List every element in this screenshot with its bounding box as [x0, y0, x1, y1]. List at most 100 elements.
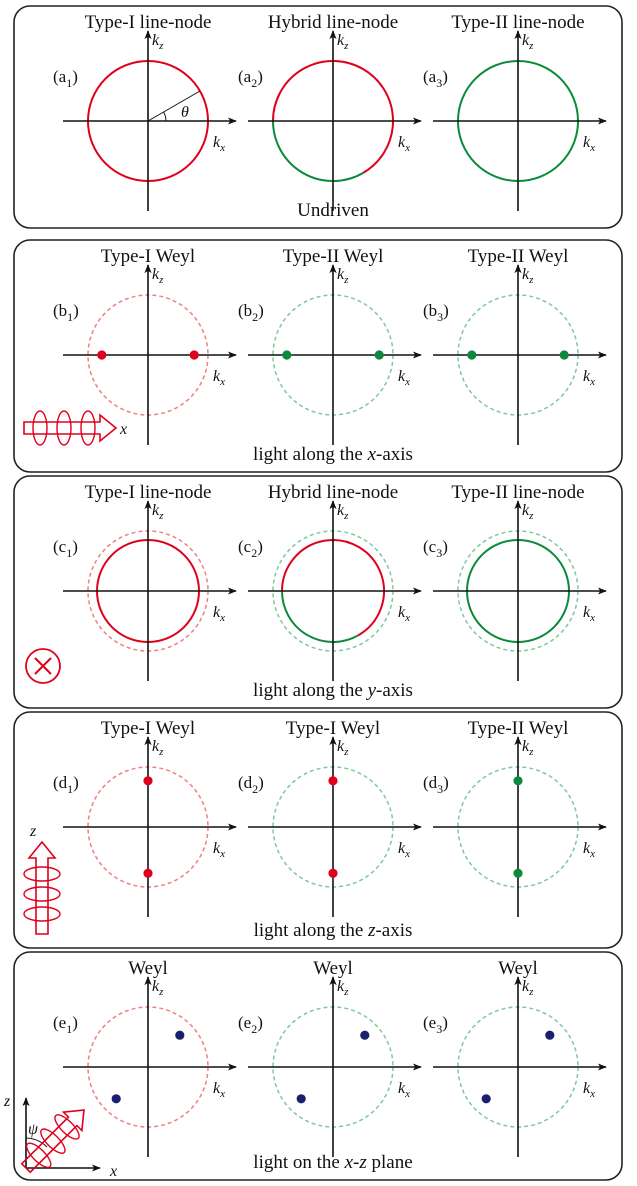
kz-letter: k	[152, 978, 160, 995]
kz-subscript: z	[528, 746, 534, 758]
caption-text: light along the	[254, 920, 369, 941]
kx-letter: k	[398, 134, 406, 151]
panel-caption: light along the y-axis	[253, 680, 413, 701]
kz-subscript: z	[158, 274, 164, 286]
label-letter: b	[59, 301, 68, 320]
kx-axis-label: kx	[398, 1080, 410, 1100]
subplot-title: Type-II Weyl	[283, 246, 384, 267]
label-letter: d	[429, 773, 438, 792]
subplot-title: Type-I line-node	[85, 482, 212, 503]
label-open-paren: (	[423, 67, 429, 86]
panel-frame	[13, 475, 623, 709]
kx-letter: k	[398, 604, 406, 621]
label-letter: e	[244, 1013, 252, 1032]
label-open-paren: (	[53, 1013, 59, 1032]
subplot-label: (c1)	[53, 537, 78, 560]
kz-letter: k	[522, 502, 530, 519]
kz-axis-label: kz	[522, 738, 534, 758]
label-open-paren: (	[238, 773, 244, 792]
light-icon	[25, 648, 61, 684]
panel-caption: light along the z-axis	[254, 920, 413, 941]
kx-axis-label: kx	[583, 840, 595, 860]
kx-subscript: x	[589, 1088, 595, 1100]
label-open-paren: (	[423, 537, 429, 556]
into-page-cross-icon	[34, 657, 52, 675]
kx-axis-label: kx	[213, 368, 225, 388]
kx-subscript: x	[404, 1088, 410, 1100]
weyl-point	[513, 868, 523, 878]
label-letter: a	[59, 67, 67, 86]
label-close-paren: )	[257, 1013, 263, 1032]
polarization-loop-icon	[40, 1128, 66, 1154]
kx-letter: k	[583, 1080, 591, 1097]
weyl-point	[282, 350, 292, 360]
kx-axis-label: kx	[213, 134, 225, 154]
label-index: 1	[67, 782, 73, 796]
kz-letter: k	[337, 738, 345, 755]
weyl-point	[545, 1030, 555, 1040]
subplot-label: (e2)	[238, 1013, 263, 1036]
weyl-point	[143, 776, 153, 786]
caption-text: light along the	[253, 680, 368, 701]
kx-axis-label: kx	[213, 1080, 225, 1100]
label-close-paren: )	[442, 1013, 448, 1032]
label-close-paren: )	[258, 301, 264, 320]
theta-ray	[147, 90, 201, 122]
kz-subscript: z	[158, 40, 164, 52]
kz-subscript: z	[158, 746, 164, 758]
kx-letter: k	[213, 1080, 221, 1097]
subplot-title: Type-II line-node	[451, 482, 584, 503]
kx-letter: k	[213, 368, 221, 385]
caption-text: Undriven	[297, 200, 369, 221]
polarization-loop-icon	[54, 1114, 80, 1140]
kx-axis-label: kx	[583, 1080, 595, 1100]
label-close-paren: )	[72, 67, 78, 86]
subplot-title: Type-I Weyl	[101, 718, 195, 739]
label-close-paren: )	[73, 301, 79, 320]
label-index: 3	[437, 310, 443, 324]
kx-axis-label: kx	[398, 368, 410, 388]
label-open-paren: (	[53, 67, 59, 86]
panel-caption: Undriven	[297, 200, 369, 221]
subplot-title: Type-I line-node	[85, 12, 212, 33]
label-index: 2	[252, 782, 258, 796]
kx-letter: k	[583, 368, 591, 385]
kx-letter: k	[398, 1080, 406, 1097]
polarization-loop-icon	[23, 886, 61, 902]
label-index: 2	[251, 546, 257, 560]
kx-subscript: x	[404, 376, 410, 388]
weyl-point	[360, 1030, 370, 1040]
kx-subscript: x	[404, 848, 410, 860]
kz-axis-label: kz	[337, 738, 349, 758]
kz-letter: k	[337, 978, 345, 995]
label-open-paren: (	[238, 67, 244, 86]
kz-subscript: z	[343, 40, 349, 52]
kx-subscript: x	[219, 376, 225, 388]
label-letter: c	[244, 537, 252, 556]
kz-axis-label: kz	[522, 502, 534, 522]
subplot-label: (b2)	[238, 301, 264, 324]
label-close-paren: )	[257, 67, 263, 86]
beam-arrow-icon	[20, 1109, 85, 1174]
label-close-paren: )	[442, 537, 448, 556]
weyl-point	[189, 350, 199, 360]
kz-letter: k	[522, 738, 530, 755]
node-ring-green-arc	[281, 590, 359, 643]
weyl-point	[143, 868, 153, 878]
kz-subscript: z	[528, 40, 534, 52]
kz-letter: k	[522, 266, 530, 283]
kx-subscript: x	[219, 612, 225, 624]
beam-axis-label: z	[29, 823, 37, 840]
beam-axis-label: x	[119, 421, 127, 438]
weyl-point	[97, 350, 107, 360]
node-ring-green-arc	[272, 120, 364, 182]
label-open-paren: (	[423, 1013, 429, 1032]
panel-e: Weyl(e1)kxkzWeyl(e2)kxkzWeyl(e3)kxkzligh…	[3, 951, 623, 1181]
